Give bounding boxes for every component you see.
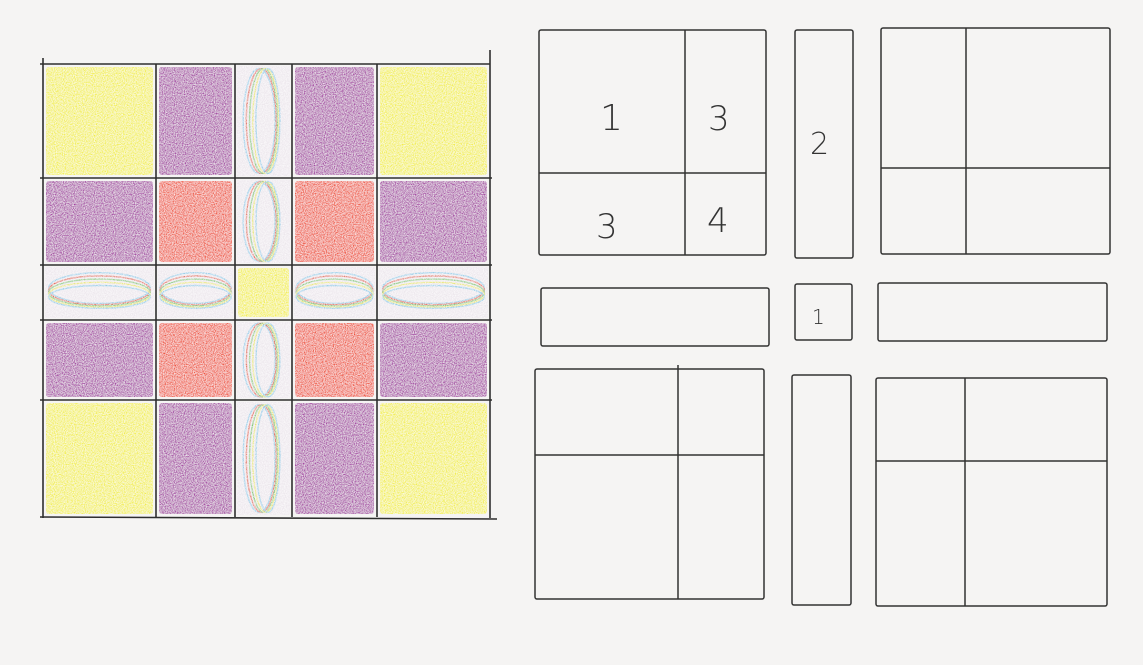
quilt-cell-purple (295, 67, 374, 175)
quilt-cell-purple (295, 403, 374, 514)
label-patch-3-bottom: 3 (596, 207, 618, 247)
quilt-cell-red (159, 181, 232, 262)
sashing-strip-left (541, 288, 769, 346)
quadrant-top-right (881, 28, 1110, 254)
quilt-cell-sash (45, 267, 154, 318)
quilt-cell-yellow (238, 268, 289, 317)
quilt-cell-sash (237, 180, 290, 263)
quilt-cell-yellow (46, 67, 153, 175)
quilt-cell-purple (159, 67, 232, 175)
quilt-cell-sash (237, 66, 290, 176)
label-sashing-2: 2 (810, 127, 829, 162)
quilt-cell-sash (237, 322, 290, 398)
quilt-cell-red (295, 181, 374, 262)
quilt-cell-sash (294, 267, 375, 318)
quilt-cell-yellow (380, 67, 487, 175)
quilt-cell-purple (380, 323, 487, 397)
quilt-cell-red (295, 323, 374, 397)
quilt-cell-purple (159, 403, 232, 514)
label-patch-3-top: 3 (708, 99, 730, 139)
quadrant-bottom-right (876, 378, 1107, 606)
quilt-cell-red (159, 323, 232, 397)
quadrant-top-left (539, 30, 766, 255)
quadrant-bottom-left (535, 365, 764, 599)
sashing-strip-right (878, 283, 1107, 341)
label-cornerstone-1: 1 (812, 305, 825, 329)
quilt-cell-sash (237, 402, 290, 515)
label-patch-1: 1 (600, 98, 623, 139)
quilt-cell-sash (158, 267, 233, 318)
quilt-cell-sash (379, 267, 488, 318)
label-patch-4: 4 (707, 201, 729, 241)
quilt-cell-purple (46, 323, 153, 397)
quilt-cell-purple (380, 181, 487, 262)
quilt-cell-yellow (46, 403, 153, 514)
quilt-cell-yellow (380, 403, 487, 514)
sashing-strip-bottom (792, 375, 851, 605)
quilt-cell-purple (46, 181, 153, 262)
colored-quilt-block (45, 66, 488, 515)
